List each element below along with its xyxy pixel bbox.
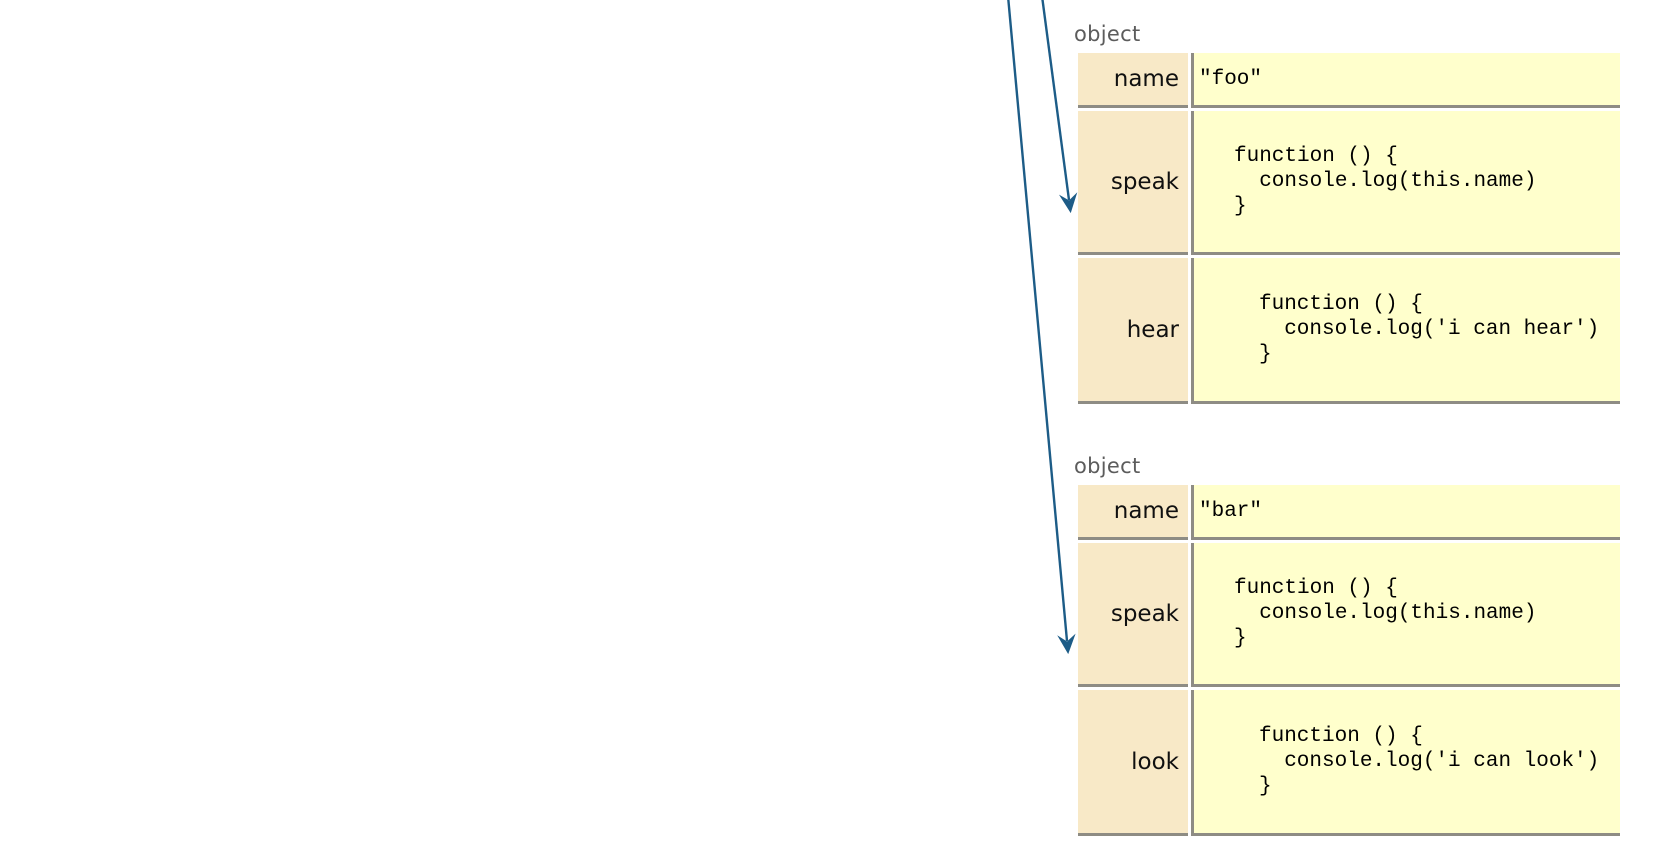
function-code: function () { console.log('i can look') …: [1259, 725, 1600, 798]
object-table: name "bar" speak function () { console.l…: [1078, 485, 1634, 836]
function-code: function () { console.log(this.name) }: [1234, 145, 1537, 218]
object-table: name "foo" speak function () { console.l…: [1078, 53, 1634, 404]
object-card-2: object name "bar" speak function () { co…: [1074, 452, 1634, 836]
string-value: "bar": [1199, 499, 1263, 523]
property-key-cell: speak: [1078, 543, 1188, 687]
string-value: "foo": [1199, 67, 1263, 91]
table-row-speak: speak function () { console.log(this.nam…: [1078, 111, 1634, 255]
table-row-name: name "foo": [1078, 53, 1634, 108]
table-row-hear: hear function () { console.log('i can he…: [1078, 258, 1634, 404]
object-card-1: object name "foo" speak function () { co…: [1074, 20, 1634, 404]
table-row-speak: speak function () { console.log(this.nam…: [1078, 543, 1634, 687]
property-key-cell: look: [1078, 690, 1188, 836]
property-value-cell: function () { console.log('i can look') …: [1191, 690, 1620, 836]
object-label: object: [1074, 454, 1141, 478]
property-key-cell: name: [1078, 485, 1188, 540]
function-code: function () { console.log('i can hear') …: [1259, 293, 1600, 366]
object-label: object: [1074, 22, 1141, 46]
property-value-cell: function () { console.log(this.name) }: [1191, 111, 1620, 255]
table-row-look: look function () { console.log('i can lo…: [1078, 690, 1634, 836]
property-value-cell: "bar": [1191, 485, 1620, 540]
arrow-to-object1-speak: [1041, 0, 1078, 214]
property-key-cell: speak: [1078, 111, 1188, 255]
property-value-cell: function () { console.log('i can hear') …: [1191, 258, 1620, 404]
property-key-cell: hear: [1078, 258, 1188, 404]
property-value-cell: function () { console.log(this.name) }: [1191, 543, 1620, 687]
property-value-cell: "foo": [1191, 53, 1620, 108]
property-key-cell: name: [1078, 53, 1188, 108]
table-row-name: name "bar": [1078, 485, 1634, 540]
arrow-to-object2-speak: [1007, 0, 1076, 655]
function-code: function () { console.log(this.name) }: [1234, 577, 1537, 650]
